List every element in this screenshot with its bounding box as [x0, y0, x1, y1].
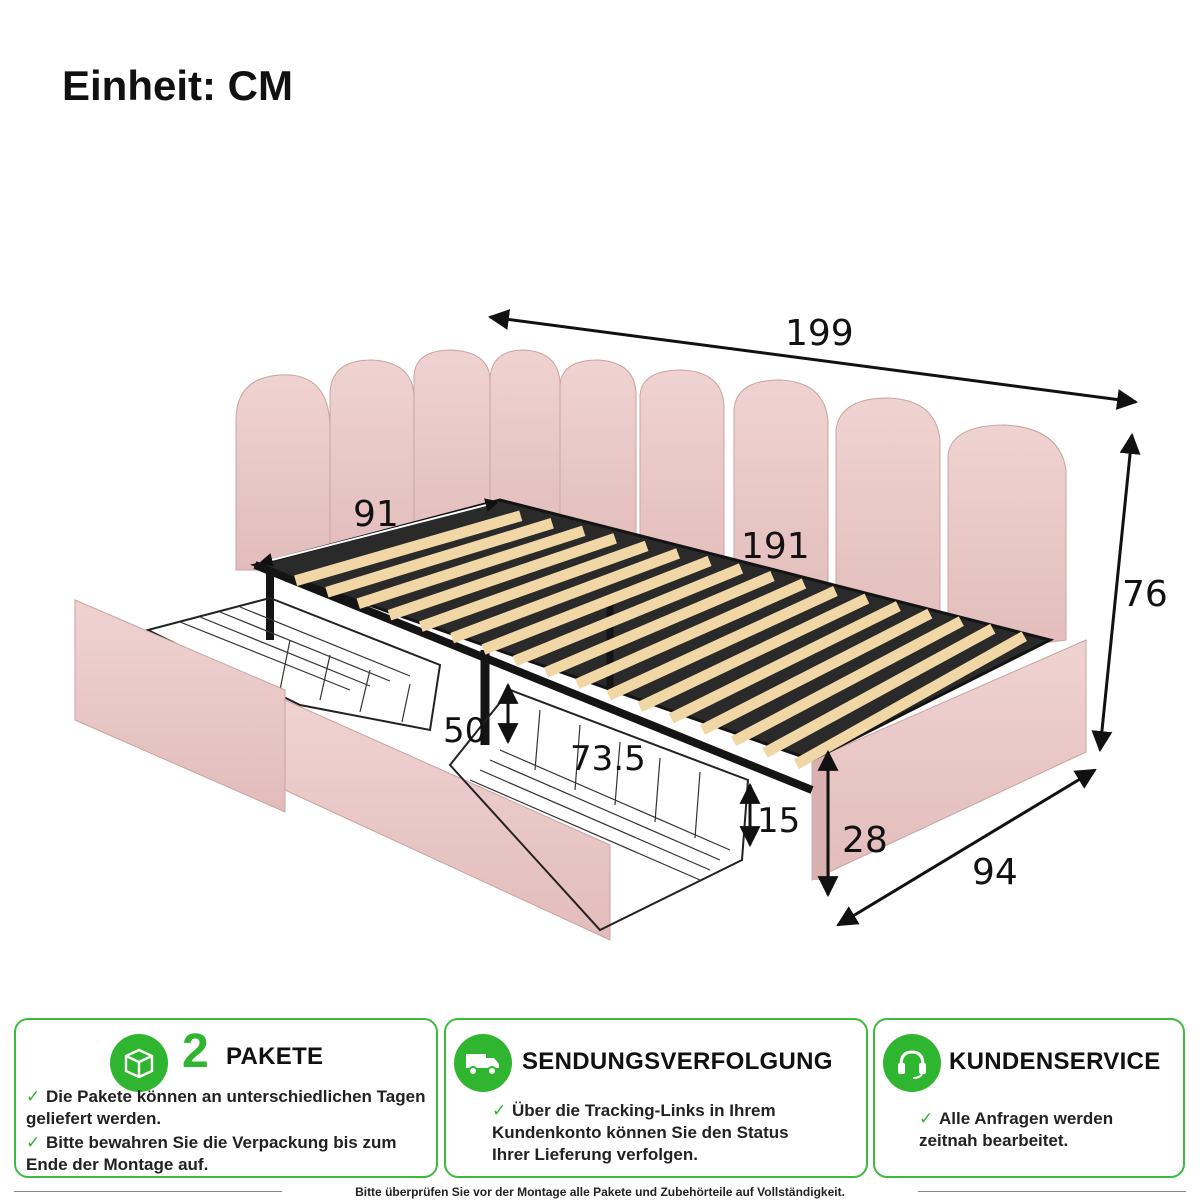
packages-heading: PAKETE	[226, 1043, 324, 1070]
dim-height: 76	[1122, 574, 1168, 615]
dim-drawer-height: 15	[757, 801, 800, 841]
dimension-arrows	[258, 309, 1141, 927]
headset-icon	[883, 1034, 941, 1092]
bed-dimension-diagram: 199 76 94 91 191 28 50 73.5 15	[74, 309, 1168, 941]
service-heading: KUNDENSERVICE	[949, 1048, 1161, 1075]
slat	[731, 616, 964, 747]
service-note-1: ✓Alle Anfragen werden zeitnah bearbeitet…	[919, 1109, 1114, 1150]
footer-bar: Bitte überprüfen Sie vor der Montage all…	[0, 1183, 1200, 1200]
slat	[575, 578, 807, 689]
drawer-left	[74, 596, 611, 941]
tracking-heading: SENDUNGSVERFOLGUNG	[522, 1048, 833, 1075]
slat	[793, 631, 1027, 770]
slat	[450, 548, 681, 644]
slat	[606, 586, 838, 701]
slat	[356, 525, 586, 609]
slat	[418, 540, 649, 632]
package-count: 2	[182, 1025, 209, 1078]
check-icon: ✓	[26, 1133, 41, 1152]
dim-inner-width: 91	[353, 494, 399, 535]
slat	[762, 623, 996, 758]
unit-title: Einheit: CM	[62, 62, 293, 109]
wood-slats	[294, 510, 1027, 770]
tracking-note-1: ✓Über die Tracking-Links in Ihrem Kunden…	[492, 1101, 789, 1164]
dim-total-length: 199	[785, 313, 854, 354]
box-icon	[110, 1034, 168, 1092]
check-icon: ✓	[492, 1101, 507, 1120]
slat	[637, 593, 870, 712]
slat	[668, 601, 901, 724]
dim-depth: 94	[972, 852, 1018, 893]
dim-drawer-length: 73.5	[570, 739, 646, 779]
truck-icon	[454, 1034, 512, 1092]
check-icon: ✓	[26, 1087, 41, 1106]
slat	[481, 555, 712, 655]
slat	[543, 570, 775, 678]
slat	[512, 563, 744, 667]
packages-note-1: ✓Die Pakete können an unterschiedlichen …	[26, 1087, 426, 1128]
tracking-card: SENDUNGSVERFOLGUNG ✓Über die Tracking-Li…	[444, 1018, 868, 1178]
check-icon: ✓	[919, 1109, 934, 1128]
packages-card: 2 PAKETE ✓Die Pakete können an unterschi…	[14, 1018, 438, 1178]
dim-drawer-width: 50	[443, 711, 486, 751]
slat	[387, 533, 617, 621]
slat	[699, 608, 933, 735]
dim-side-panel-height: 28	[842, 820, 888, 861]
service-card: KUNDENSERVICE ✓Alle Anfragen werden zeit…	[873, 1018, 1185, 1178]
packages-note-2: ✓Bitte bewahren Sie die Verpackung bis z…	[26, 1133, 397, 1174]
dim-inner-length: 191	[741, 526, 810, 567]
back-headboard	[489, 349, 1067, 656]
footer-text: Bitte überprüfen Sie vor der Montage all…	[355, 1184, 845, 1199]
